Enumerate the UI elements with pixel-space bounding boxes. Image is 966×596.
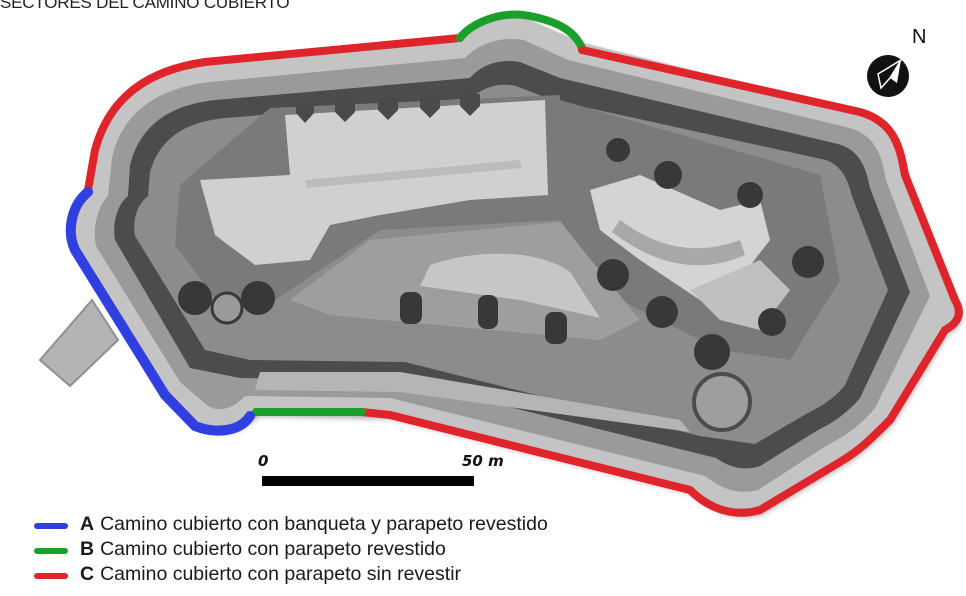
curtain-top bbox=[200, 100, 548, 265]
north-label: N bbox=[912, 26, 927, 48]
legend-text-a: Camino cubierto con banqueta y parapeto … bbox=[100, 513, 548, 535]
approach-ramp bbox=[38, 298, 120, 388]
scale-bar: 0 50 m bbox=[258, 452, 504, 486]
legend-item-b: B Camino cubierto con parapeto revestido bbox=[34, 537, 548, 562]
scale-end-label: 50 m bbox=[462, 452, 504, 470]
sector-c-line bbox=[358, 46, 963, 517]
map-title: SECTORES DEL CAMINO CUBIERTO bbox=[0, 0, 290, 12]
curtain-strip bbox=[305, 160, 522, 188]
ravelin-core bbox=[420, 253, 600, 318]
scale-start-label: 0 bbox=[258, 452, 268, 470]
legend-letter-c: C bbox=[80, 563, 95, 585]
bastion-top bbox=[590, 175, 770, 300]
round-bastion bbox=[692, 372, 752, 432]
bastion-curve bbox=[612, 220, 745, 266]
sector-a-line bbox=[65, 187, 255, 436]
north-arrow-compass-icon bbox=[867, 55, 909, 97]
legend-text-c: Camino cubierto con parapeto sin revesti… bbox=[100, 563, 462, 585]
round-bastion bbox=[210, 291, 244, 325]
legend-text-b: Camino cubierto con parapeto revestido bbox=[100, 538, 446, 560]
legend-item-a: A Camino cubierto con banqueta y parapet… bbox=[34, 512, 548, 537]
towers bbox=[178, 138, 824, 370]
legend-swatch-c bbox=[34, 572, 68, 579]
lower-terrace bbox=[255, 372, 690, 432]
legend-swatch-b bbox=[34, 547, 68, 554]
legend-letter-b: B bbox=[80, 538, 95, 560]
legend-letter-a: A bbox=[80, 513, 95, 535]
legend-item-c: C Camino cubierto con parapeto sin reves… bbox=[34, 562, 548, 587]
legend: A Camino cubierto con banqueta y parapet… bbox=[34, 512, 548, 587]
sector-b-line bbox=[456, 10, 586, 52]
legend-swatch-a bbox=[34, 522, 68, 529]
embrasures bbox=[296, 94, 480, 123]
sector-c-line bbox=[84, 34, 464, 194]
